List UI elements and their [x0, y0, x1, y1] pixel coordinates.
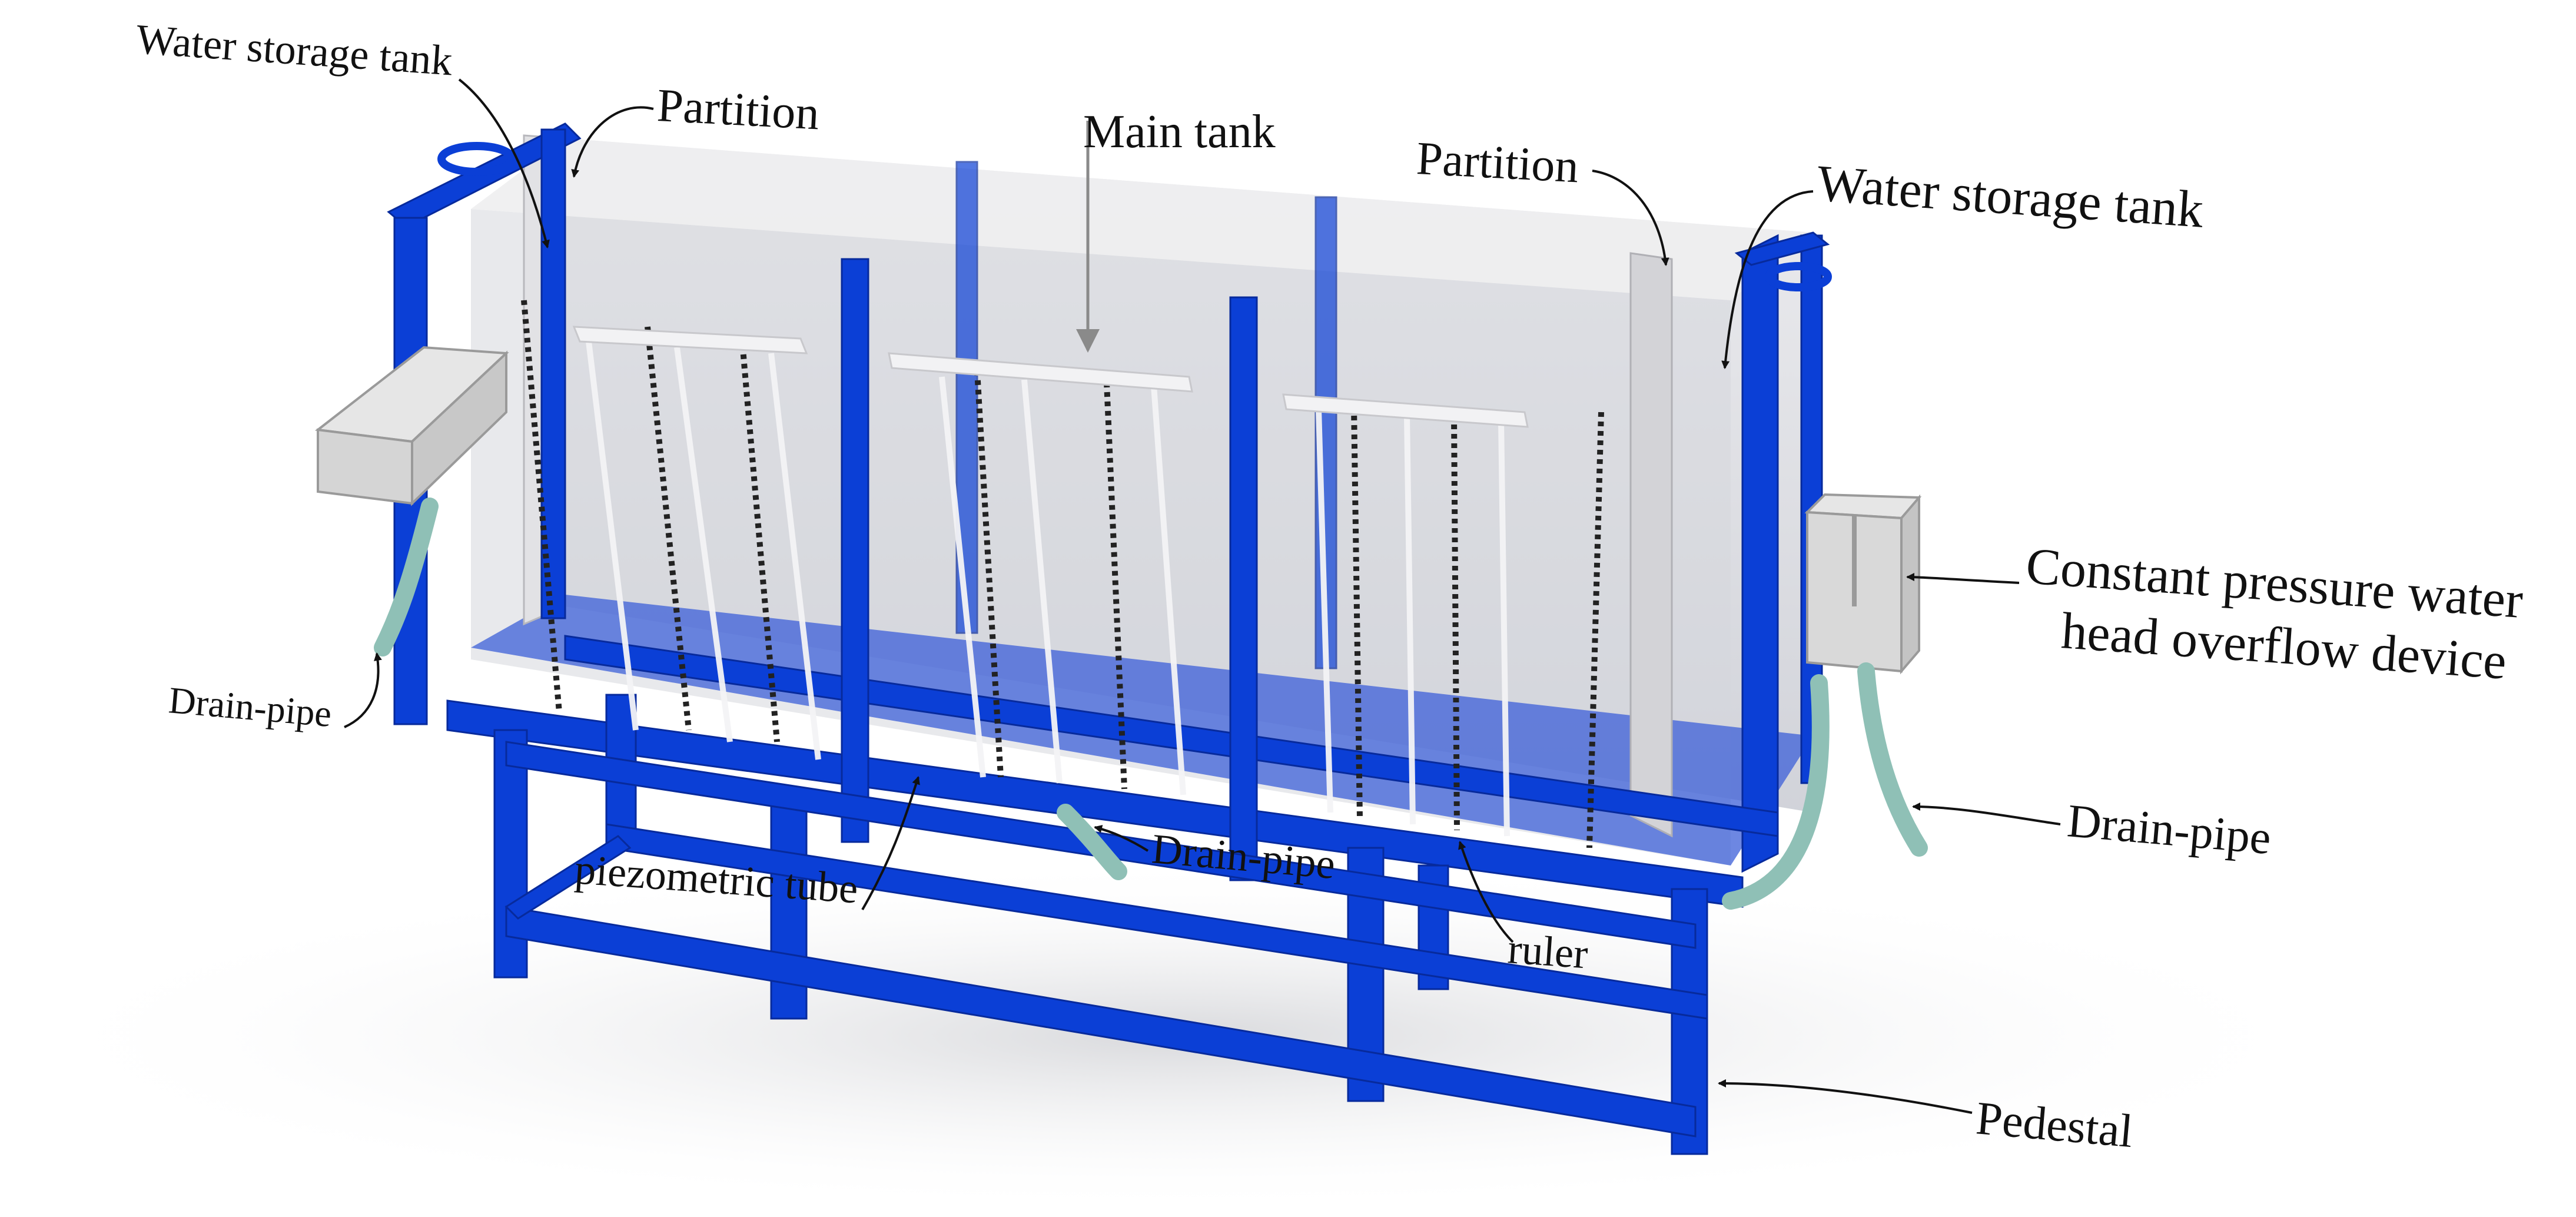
constant-pressure-overflow-device	[1804, 493, 1922, 675]
label-partition-right: Partition	[1415, 132, 1580, 193]
label-water-storage-tank-left: Water storage tank	[135, 15, 454, 84]
top-fittings	[437, 142, 1832, 291]
right-partition	[1629, 252, 1673, 838]
rulers	[521, 300, 1604, 848]
label-drain-pipe-left: Drain-pipe	[167, 679, 333, 735]
label-partition-left: Partition	[656, 79, 821, 140]
left-overflow-box	[314, 346, 509, 506]
label-ruler: ruler	[1506, 925, 1589, 977]
piezometric-tubes	[586, 341, 1510, 837]
drain-pipes	[374, 498, 1928, 910]
leader-lines	[344, 78, 2061, 1114]
tube-holders	[572, 326, 1529, 428]
label-water-storage-tank-right: Water storage tank	[1815, 155, 2206, 239]
label-drain-pipe-right: Drain-pipe	[2065, 795, 2273, 864]
label-main-tank: Main tank	[1083, 106, 1276, 158]
